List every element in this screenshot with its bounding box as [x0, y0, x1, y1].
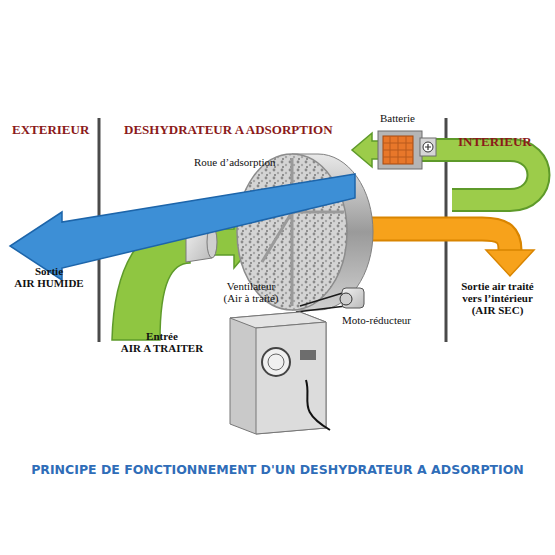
airflow-label: Sortie air traité vers l’intérieur (AIR … — [440, 280, 555, 316]
wheel-divider — [291, 158, 294, 306]
zone-heading: DESHYDRATEUR A ADSORPTION — [124, 122, 354, 138]
regeneration-air-band — [420, 150, 539, 200]
plus-sign — [425, 144, 431, 150]
part-name: Ventilateur (Air à traité) — [206, 280, 296, 304]
device-grille-ring — [268, 354, 284, 370]
humid-air-arrow — [10, 174, 355, 280]
airflow-label: Entrée AIR A TRAITER — [104, 330, 220, 354]
device-grille — [262, 348, 290, 376]
battery-terminal — [420, 138, 436, 156]
zone-heading: INTERIEUR — [458, 134, 548, 150]
device-panel — [300, 350, 316, 360]
heating-grid-lines — [383, 136, 413, 164]
dry-air-arrowhead — [486, 250, 534, 276]
part-name: Moto-réducteur — [342, 314, 442, 326]
heating-grid — [383, 136, 413, 164]
zone-heading: EXTERIEUR — [12, 122, 96, 138]
motor-pulley — [340, 293, 352, 305]
battery-casing — [378, 131, 422, 169]
regeneration-air-outline — [420, 150, 539, 200]
caption: PRINCIPE DE FONCTIONNEMENT D'UN DESHYDRA… — [0, 462, 555, 477]
regeneration-air-arrow — [352, 133, 380, 167]
plus-terminal — [423, 142, 433, 152]
part-name: Roue d’adsorption — [194, 156, 304, 168]
device-front — [256, 322, 326, 434]
part-name: Batterie — [380, 112, 440, 124]
airflow-label: Sortie AIR HUMIDE — [6, 265, 92, 289]
drive-belt — [296, 292, 346, 312]
dry-air-band — [350, 229, 510, 252]
power-cable — [306, 380, 330, 430]
